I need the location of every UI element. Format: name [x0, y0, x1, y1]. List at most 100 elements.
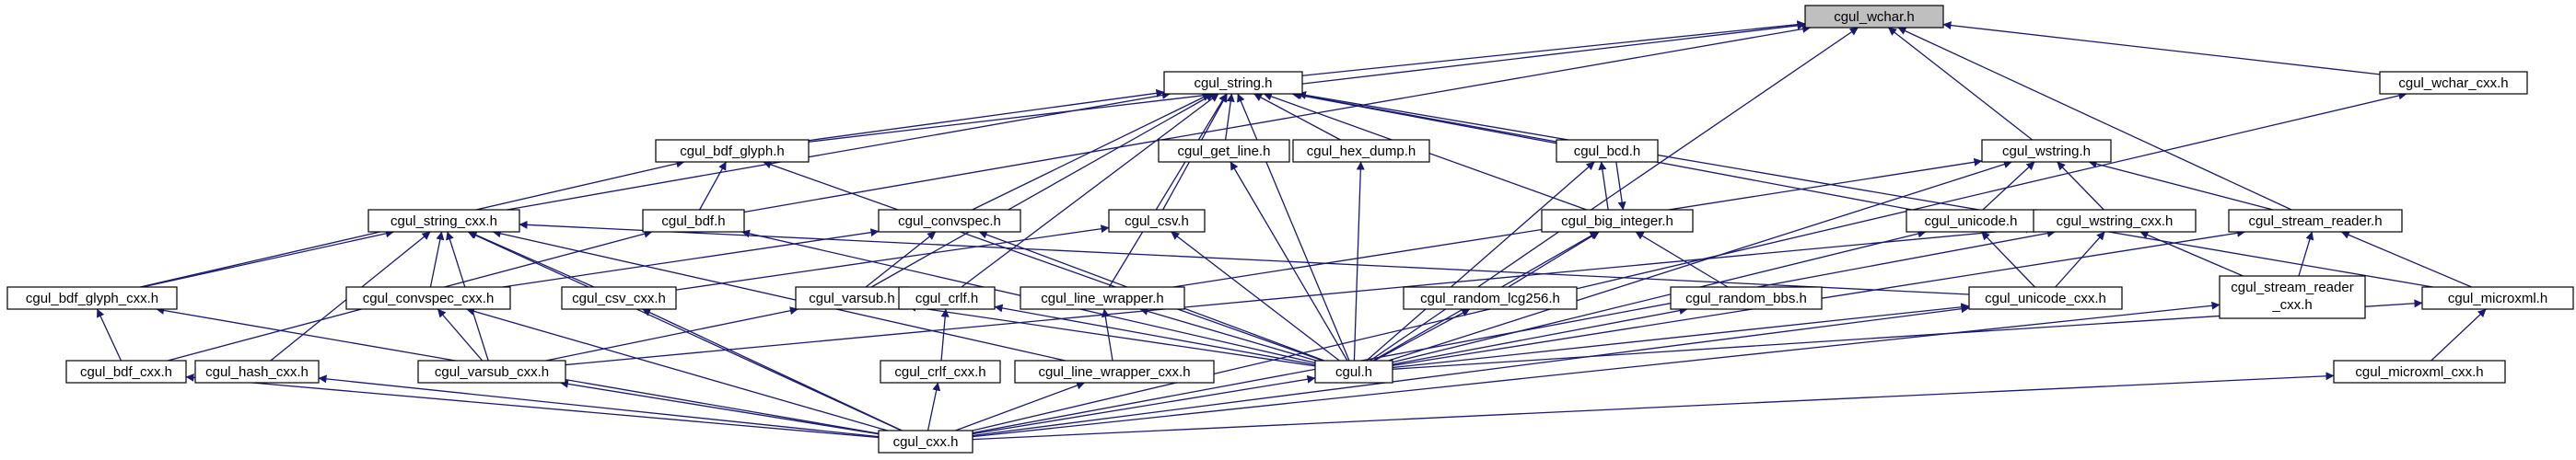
node-label: cgul_bdf_glyph_cxx.h [26, 291, 158, 306]
node-box [655, 139, 810, 163]
node-wstring[interactable]: cgul_wstring.h [1981, 139, 2112, 163]
edge-line_wrapper-to-string [1108, 93, 1228, 288]
node-hash-cxx[interactable]: cgul_hash_cxx.h [194, 360, 320, 384]
node-box [65, 360, 187, 384]
node-bcd[interactable]: cgul_bcd.h [1556, 139, 1659, 163]
edge-bdf_glyph-to-string [808, 88, 1165, 142]
edge-stream_reader-to-wstring [2088, 159, 2274, 211]
edge-cgul-to-varsub [907, 303, 1316, 367]
node-varsub-cxx[interactable]: cgul_varsub_cxx.h [417, 360, 566, 384]
node-box [1014, 360, 1215, 384]
edge-wstring-to-wchar [1887, 27, 2034, 141]
node-csv-cxx[interactable]: cgul_csv_cxx.h [561, 286, 677, 310]
node-box [2379, 71, 2528, 95]
node-line-wrapper-cxx[interactable]: cgul_line_wrapper_cxx.h [1014, 360, 1215, 384]
edge-hex_dump-to-string [1253, 93, 1341, 141]
node-line-wrapper[interactable]: cgul_line_wrapper.h [1020, 286, 1185, 310]
node-box [1670, 286, 1823, 310]
node-crlf[interactable]: cgul_crlf.h [898, 286, 996, 310]
edge-cgul_cxx-to-varsub_cxx [559, 379, 880, 435]
node-box [2421, 286, 2574, 310]
node-microxml-cxx[interactable]: cgul_microxml_cxx.h [2333, 360, 2506, 384]
node-box [880, 360, 1001, 384]
edge-cgul_cxx-to-unicode_cxx [972, 305, 1970, 437]
node-unicode-cxx[interactable]: cgul_unicode_cxx.h [1968, 286, 2123, 310]
edge-cgul-to-line_wrapper [1139, 307, 1317, 362]
node-convspec-cxx[interactable]: cgul_convspec_cxx.h [345, 286, 511, 310]
edge-bdf_glyph-to-wchar [808, 21, 1806, 143]
node-convspec[interactable]: cgul_convspec.h [878, 209, 1021, 233]
node-csv[interactable]: cgul_csv.h [1108, 209, 1206, 233]
node-bdf-cxx[interactable]: cgul_bdf_cxx.h [65, 360, 187, 384]
node-string[interactable]: cgul_string.h [1163, 71, 1303, 95]
edge-csv_cxx-to-string_cxx [468, 231, 595, 288]
edge-cgul-to-bcd [1366, 161, 1595, 362]
node-box [367, 209, 520, 233]
node-label: cgul_cxx.h [893, 434, 959, 450]
node-box [1968, 286, 2123, 310]
edge-microxml_cxx-to-microxml [2430, 308, 2487, 362]
node-box [1020, 286, 1185, 310]
edge-cgul_cxx-to-cgul [972, 374, 1316, 435]
node-label: cgul_bdf.h [661, 213, 725, 229]
node-crlf-cxx[interactable]: cgul_crlf_cxx.h [880, 360, 1001, 384]
node-box [6, 286, 178, 310]
node-box [1541, 209, 1694, 233]
node-wchar-cxx[interactable]: cgul_wchar_cxx.h [2379, 71, 2528, 95]
edge-bdf-to-wchar [743, 25, 1812, 213]
edge-get_line-to-string [1224, 93, 1235, 141]
node-wstring-cxx[interactable]: cgul_wstring_cxx.h [2033, 209, 2197, 233]
node-label: cgul_wstring_cxx.h [2057, 213, 2174, 229]
edge-line_wrapper_cxx-to-line_wrapper [1101, 308, 1113, 362]
node-stream-reader[interactable]: cgul_stream_reader.h [2228, 209, 2403, 233]
node-cgul[interactable]: cgul.h [1314, 360, 1393, 384]
edge-unicode_cxx-to-wstring_cxx [2055, 231, 2105, 288]
node-varsub[interactable]: cgul_varsub.h [795, 286, 909, 310]
node-label: cgul_varsub.h [809, 291, 894, 306]
edge-cgul-to-random_bbs [1392, 306, 1688, 365]
edge-varsub_cxx-to-varsub [545, 306, 798, 362]
edge-cgul_cxx-to-stream_reader_cxx [972, 301, 2220, 438]
node-bdf[interactable]: cgul_bdf.h [642, 209, 745, 233]
node-box [1314, 360, 1393, 384]
node-label: cgul_hex_dump.h [1307, 144, 1416, 159]
node-random-bbs[interactable]: cgul_random_bbs.h [1670, 286, 1823, 310]
edge-string-to-wchar [1301, 20, 1806, 76]
edge-cgul-to-wstring [1388, 160, 2012, 362]
node-string-cxx[interactable]: cgul_string_cxx.h [367, 209, 520, 233]
node-bdf-glyph[interactable]: cgul_bdf_glyph.h [655, 139, 810, 163]
node-unicode[interactable]: cgul_unicode.h [1906, 209, 2036, 233]
node-label: cgul_stream_reader.h [2248, 213, 2382, 229]
edge-stream_reader_cxx-to-wstring_cxx [2139, 231, 2244, 277]
edge-cgul_cxx-to-microxml_cxx [972, 372, 2335, 441]
node-box [1981, 139, 2112, 163]
node-box [2228, 209, 2403, 233]
edge-csv_cxx-to-csv [675, 224, 1110, 291]
node-random-lcg256[interactable]: cgul_random_lcg256.h [1403, 286, 1578, 310]
edge-crlf_cxx-to-crlf [940, 308, 950, 362]
edge-string_cxx-to-string [507, 91, 1171, 211]
node-big-integer[interactable]: cgul_big_integer.h [1541, 209, 1694, 233]
node-microxml[interactable]: cgul_microxml.h [2421, 286, 2574, 310]
node-label: cgul.h [1335, 364, 1372, 380]
edge-microxml-to-stream_reader [2340, 231, 2472, 288]
node-wchar[interactable]: cgul_wchar.h [1804, 5, 1944, 29]
node-label: cgul_unicode.h [1925, 213, 2018, 229]
edge-cgul-to-bdf_glyph [763, 160, 1323, 362]
node-layer: cgul_wchar.h cgul_string.h cgul_wchar_cxx.… [6, 5, 2574, 454]
edge-cgul_cxx-to-line_wrapper_cxx [955, 381, 1086, 431]
edge-cgul_cxx-to-csv_cxx [642, 308, 903, 431]
node-label: cgul_csv_cxx.h [572, 291, 666, 306]
node-bdf-glyph-cxx[interactable]: cgul_bdf_glyph_cxx.h [6, 286, 178, 310]
edge-varsub-to-convspec [865, 231, 937, 288]
node-hex-dump[interactable]: cgul_hex_dump.h [1292, 139, 1430, 163]
edge-layer [96, 20, 2487, 441]
node-label: cgul_bdf_cxx.h [80, 364, 172, 380]
node-label: cgul_line_wrapper_cxx.h [1038, 364, 1190, 380]
node-get-line[interactable]: cgul_get_line.h [1158, 139, 1290, 163]
node-label: cgul_wchar.h [1834, 9, 1915, 25]
node-cgul-cxx[interactable]: cgul_cxx.h [878, 430, 973, 454]
node-label: cgul_string_cxx.h [390, 213, 497, 229]
node-label: cgul_unicode_cxx.h [1985, 291, 2106, 306]
node-stream-reader-cxx[interactable]: cgul_stream_reader_cxx.h [2219, 275, 2366, 319]
